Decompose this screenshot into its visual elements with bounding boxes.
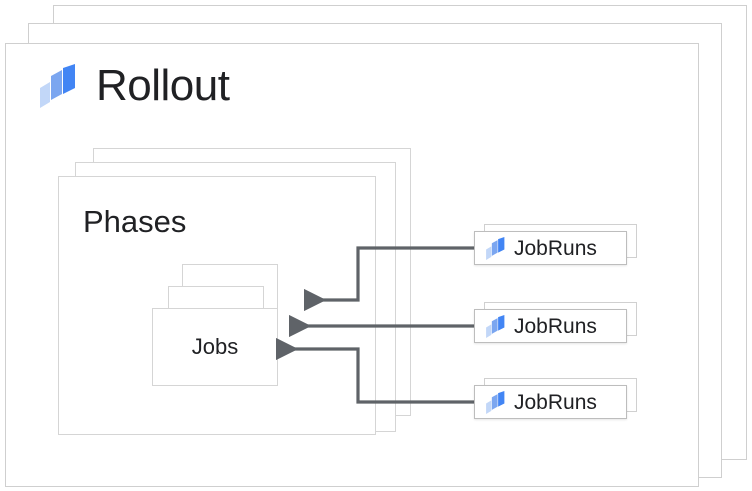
cloud-deploy-logo-icon xyxy=(485,314,506,338)
cloud-deploy-logo-icon xyxy=(485,236,506,260)
jobruns-card-1[interactable]: JobRuns xyxy=(474,309,627,343)
cloud-deploy-logo-icon xyxy=(485,390,506,414)
rollout-header: Rollout xyxy=(38,61,230,110)
jobruns-label-2: JobRuns xyxy=(514,390,597,414)
jobs-card[interactable] xyxy=(152,308,278,386)
jobruns-card-2[interactable]: JobRuns xyxy=(474,385,627,419)
cloud-deploy-logo-icon xyxy=(38,64,78,108)
jobruns-label-0: JobRuns xyxy=(514,236,597,260)
jobruns-label-1: JobRuns xyxy=(514,314,597,338)
jobs-title: Jobs xyxy=(191,334,239,359)
phases-title: Phases xyxy=(83,204,187,239)
rollout-title: Rollout xyxy=(96,61,230,110)
jobruns-card-0[interactable]: JobRuns xyxy=(474,231,627,265)
